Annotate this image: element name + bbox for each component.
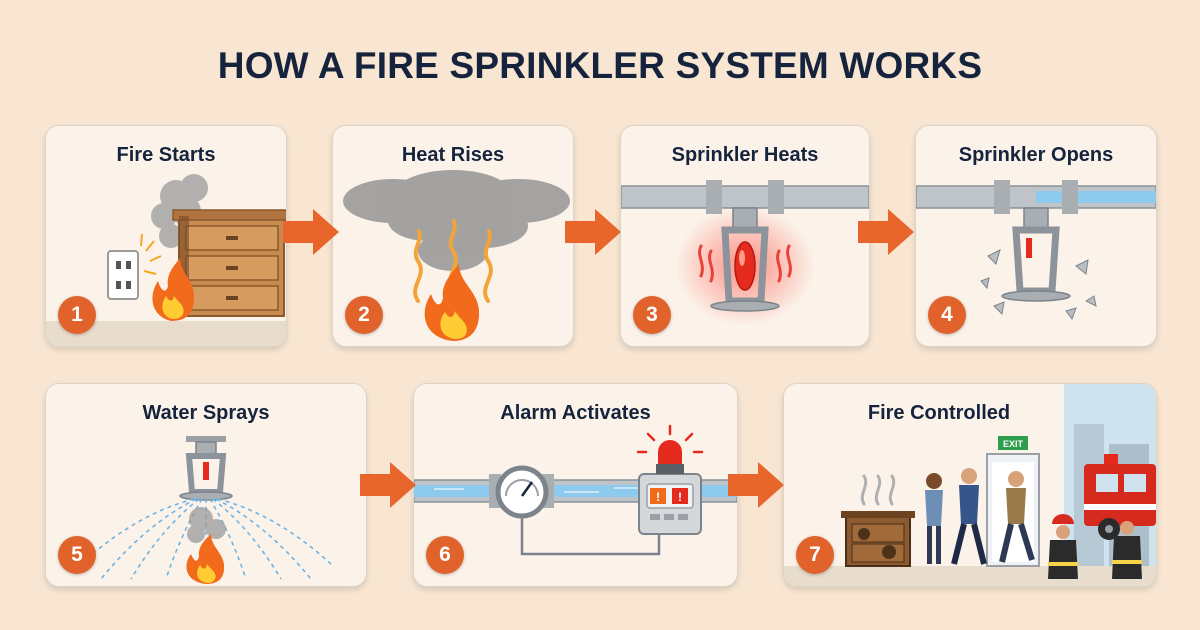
firefighter-icon [1048, 514, 1078, 579]
step-title: Heat Rises [401, 144, 505, 166]
water-spray-icon [80, 498, 332, 580]
smoke-cloud-icon [343, 170, 570, 271]
fire-truck-icon [1084, 454, 1156, 540]
steam-icon [860, 474, 896, 506]
svg-text:!: ! [656, 490, 660, 504]
step-title: Fire Controlled [867, 402, 1011, 424]
step-card-sprinkler-heats: Sprinkler Heats 3 [620, 125, 870, 347]
step-number-badge: 6 [426, 536, 464, 574]
step-card-water-sprays: Water Sprays 5 [45, 383, 367, 587]
arrow-right-icon [283, 209, 339, 255]
evacuating-person-icon [999, 471, 1035, 563]
firefighter-icon [1112, 510, 1142, 579]
flame-icon [186, 534, 225, 584]
exit-sign-icon: EXIT [998, 436, 1028, 450]
sprinkler-head-icon [1001, 207, 1071, 302]
step-number-badge: 5 [58, 536, 96, 574]
step-title: Water Sprays [142, 402, 270, 424]
water-sprays-illustration [46, 384, 366, 586]
page-title: HOW A FIRE SPRINKLER SYSTEM WORKS [217, 45, 983, 86]
flame-icon [152, 258, 195, 321]
arrow-right-icon [360, 462, 416, 508]
evacuating-person-icon [925, 473, 943, 564]
step-number-badge: 2 [345, 296, 383, 334]
dresser-icon [172, 209, 286, 317]
heat-lines-icon [698, 244, 792, 283]
alarm-activates-illustration: ! ! [414, 384, 737, 586]
step-card-alarm-activates: ! ! Alarm Activates 6 [413, 383, 738, 587]
step-number-badge: 7 [796, 536, 834, 574]
step-number-badge: 3 [633, 296, 671, 334]
step-card-sprinkler-opens: Sprinkler Opens 4 [915, 125, 1157, 347]
pipe-icon [621, 185, 869, 209]
sprinkler-head-icon [710, 207, 780, 312]
arrow-right-icon [728, 462, 784, 508]
burnt-dresser-icon [841, 511, 915, 567]
evacuating-person-icon [951, 468, 987, 565]
fire-controlled-illustration: EXIT [784, 384, 1156, 586]
step-card-heat-rises: Heat Rises 2 [332, 125, 574, 347]
alarm-panel-icon: ! ! [638, 473, 702, 535]
sparks-icon [140, 233, 162, 275]
power-outlet-icon [107, 250, 139, 300]
step-number-badge: 1 [58, 296, 96, 334]
alarm-wire-icon [520, 516, 661, 556]
arrow-right-icon [858, 209, 914, 255]
pressure-gauge-icon [495, 465, 549, 519]
arrow-right-icon [565, 209, 621, 255]
step-title: Alarm Activates [500, 402, 651, 424]
glass-shards-icon [980, 249, 1097, 321]
flame-icon [424, 264, 480, 341]
exit-sign-text: EXIT [1003, 439, 1024, 449]
step-title: Sprinkler Opens [958, 144, 1114, 166]
step-title: Fire Starts [116, 144, 216, 166]
step-title: Sprinkler Heats [671, 144, 819, 166]
step-card-fire-starts: Fire Starts 1 [45, 125, 287, 347]
svg-text:!: ! [678, 490, 682, 504]
step-card-fire-controlled: EXIT [783, 383, 1157, 587]
step-number-badge: 4 [928, 296, 966, 334]
alarm-light-icon [636, 424, 704, 474]
